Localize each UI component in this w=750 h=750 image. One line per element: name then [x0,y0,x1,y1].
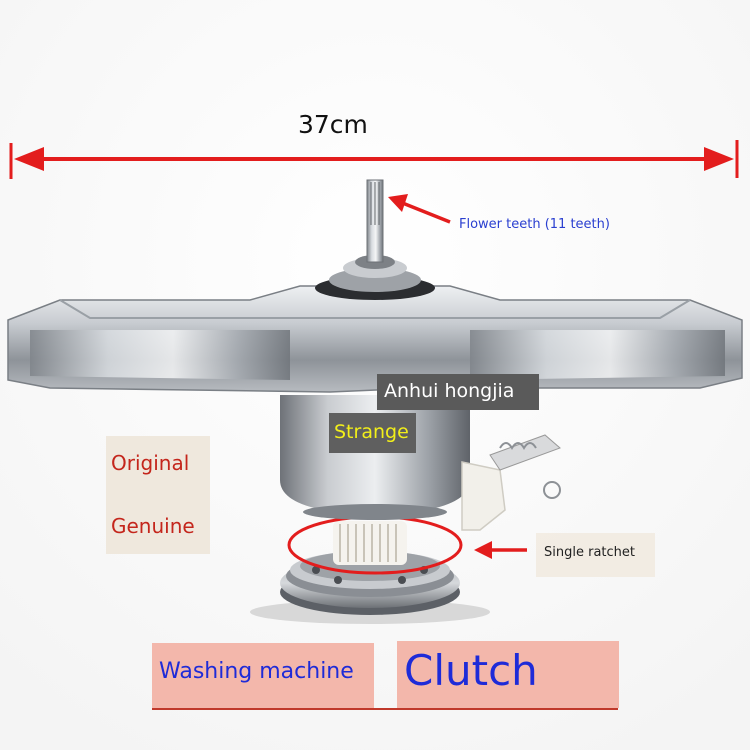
drive-pulley [280,551,460,615]
ratchet-gear [333,521,407,565]
gearbox-housing [280,395,470,520]
top-bearing [315,255,435,300]
strange-label: Strange [334,421,409,443]
flower-teeth-label: Flower teeth (11 teeth) [459,217,610,232]
washing-machine-label: Washing machine [159,659,354,684]
clutch-label: Clutch [404,646,538,695]
single-ratchet-label: Single ratchet [544,545,635,560]
washing-machine-box [152,643,374,709]
flower-teeth-arrow [388,194,451,224]
brake-lever [461,434,561,531]
brand-label: Anhui hongjia [384,380,515,402]
brand-label-box [377,374,539,410]
original-label: Original [111,451,190,475]
dimension-label: 37cm [298,110,368,139]
spline-shaft [366,179,384,263]
authenticity-box [106,436,210,554]
mounting-bracket [7,285,743,393]
ratchet-arrow [474,541,527,559]
dimension-arrow [9,140,739,179]
genuine-label: Genuine [111,514,195,538]
clutch-box [397,641,619,708]
title-underline [152,708,618,710]
strange-label-box [329,413,416,453]
ratchet-label-box [536,533,655,577]
